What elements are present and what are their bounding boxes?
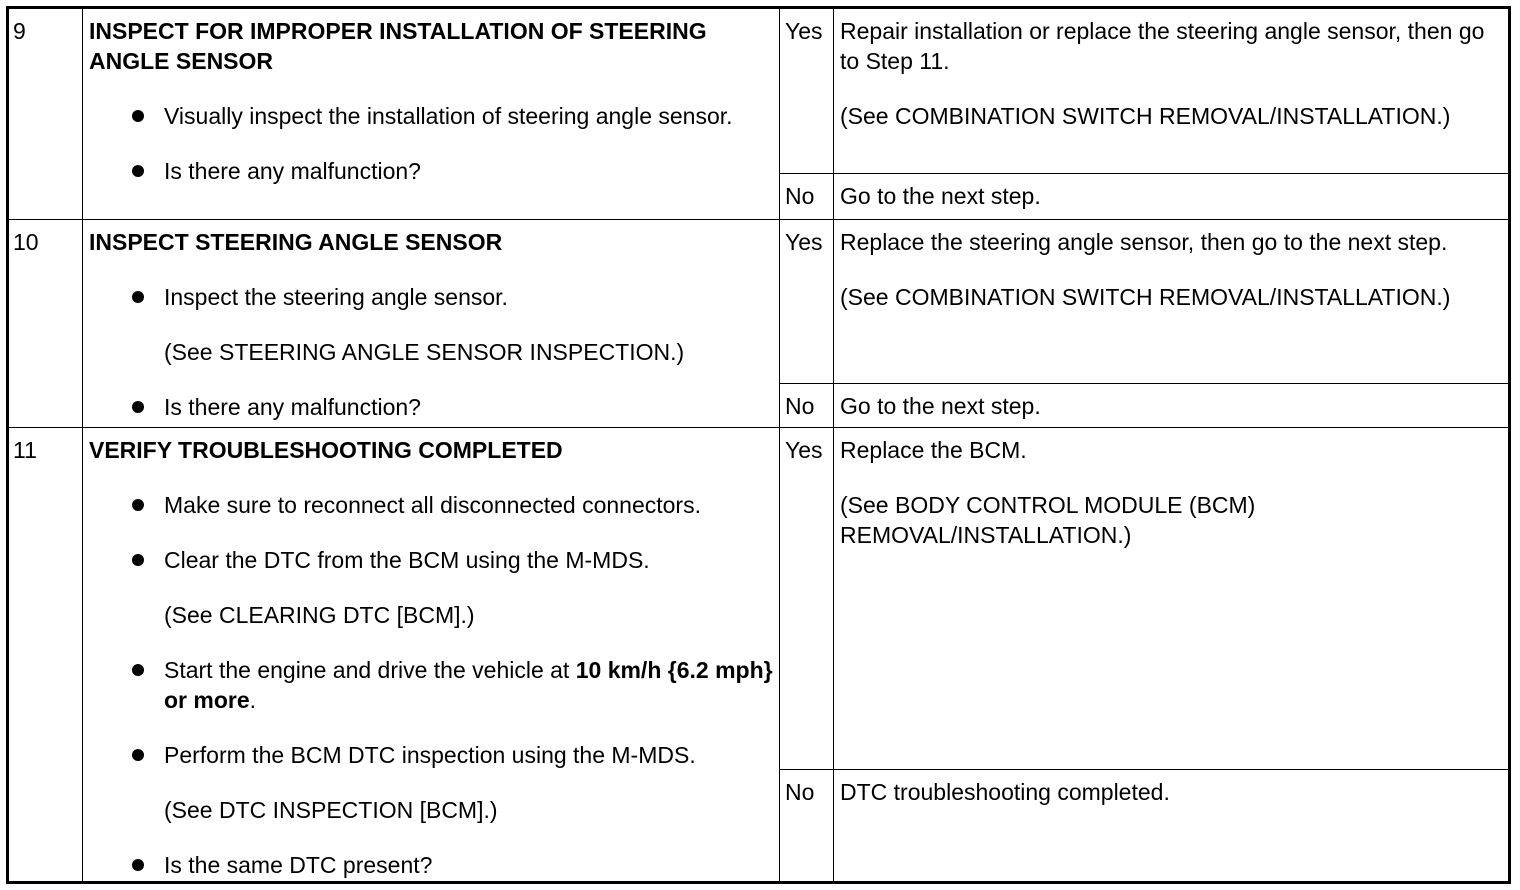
step-11-row: 11 VERIFY TROUBLESHOOTING COMPLETED Make… [7, 427, 1510, 883]
step-title: VERIFY TROUBLESHOOTING COMPLETED [89, 437, 563, 463]
bullet-item: Perform the BCM DTC inspection using the… [83, 740, 773, 770]
reference-text: (See BODY CONTROL MODULE (BCM) REMOVAL/I… [840, 492, 1256, 548]
bullet-text: Is the same DTC present? [164, 852, 433, 878]
bullet-item: Is there any malfunction? [83, 392, 773, 422]
step-number: 10 [7, 219, 83, 428]
step-title: INSPECT STEERING ANGLE SENSOR [89, 229, 503, 255]
bullet-icon [132, 291, 144, 303]
no-action-text: DTC troubleshooting completed. [833, 769, 1510, 883]
bullet-item: Is there any malfunction? [83, 156, 773, 186]
bullet-text-pre: Start the engine and drive the vehicle a… [164, 657, 576, 683]
step-number: 9 [7, 7, 83, 220]
no-label: No [779, 173, 834, 220]
bullet-text: Visually inspect the installation of ste… [164, 103, 733, 129]
step-number: 11 [7, 427, 83, 883]
yes-action-cell: Replace the steering angle sensor, then … [833, 219, 1510, 384]
step-9-no-row: No Go to the next step. [8, 173, 1510, 220]
step-inspection-cell: VERIFY TROUBLESHOOTING COMPLETED Make su… [82, 427, 780, 883]
bullet-icon [132, 859, 144, 871]
bullet-text: Clear the DTC from the BCM using the M-M… [164, 547, 650, 573]
step-title: INSPECT FOR IMPROPER INSTALLATION OF STE… [89, 18, 707, 74]
bullet-item: Start the engine and drive the vehicle a… [83, 655, 773, 715]
action-text: Replace the BCM. [840, 437, 1027, 463]
bullet-item: Visually inspect the installation of ste… [83, 101, 773, 131]
step-10-row: 10 INSPECT STEERING ANGLE SENSOR Inspect… [7, 219, 1510, 428]
bullet-icon [132, 401, 144, 413]
bullet-list: Visually inspect the installation of ste… [83, 101, 779, 186]
yes-action-cell: Repair installation or replace the steer… [833, 7, 1510, 174]
bullet-item: Is the same DTC present? [83, 850, 773, 880]
bullet-icon [132, 165, 144, 177]
reference-text: (See CLEARING DTC [BCM].) [164, 602, 475, 628]
bullet-icon [132, 664, 144, 676]
reference-text: (See COMBINATION SWITCH REMOVAL/INSTALLA… [840, 103, 1451, 129]
step-9-row: 9 INSPECT FOR IMPROPER INSTALLATION OF S… [7, 7, 1510, 220]
troubleshooting-table: 9 INSPECT FOR IMPROPER INSTALLATION OF S… [6, 6, 1511, 884]
yes-label: Yes [779, 219, 834, 384]
bullet-text-post: . [249, 687, 257, 713]
bullet-list: Make sure to reconnect all disconnected … [83, 490, 779, 880]
yes-label: Yes [779, 7, 834, 174]
bullet-item: Inspect the steering angle sensor. [83, 282, 773, 312]
yes-action-cell: Replace the BCM. (See BODY CONTROL MODUL… [833, 427, 1510, 770]
reference-text: (See COMBINATION SWITCH REMOVAL/INSTALLA… [840, 284, 1451, 310]
bullet-text: Make sure to reconnect all disconnected … [164, 492, 701, 518]
bullet-icon [132, 499, 144, 511]
no-action-text: Go to the next step. [833, 173, 1510, 220]
bullet-icon [132, 749, 144, 761]
no-label: No [779, 769, 834, 883]
reference-text: (See DTC INSPECTION [BCM].) [164, 797, 498, 823]
action-text: Repair installation or replace the steer… [840, 18, 1485, 74]
bullet-text: Is there any malfunction? [164, 394, 421, 420]
no-action-text: Go to the next step. [833, 383, 1510, 428]
bullet-text: Inspect the steering angle sensor. [164, 284, 508, 310]
bullet-item: Clear the DTC from the BCM using the M-M… [83, 545, 773, 575]
bullet-icon [132, 554, 144, 566]
bullet-text: Is there any malfunction? [164, 158, 421, 184]
step-inspection-cell: INSPECT FOR IMPROPER INSTALLATION OF STE… [82, 7, 780, 220]
bullet-icon [132, 110, 144, 122]
yes-label: Yes [779, 427, 834, 770]
bullet-text: Perform the BCM DTC inspection using the… [164, 742, 696, 768]
bullet-item: Make sure to reconnect all disconnected … [83, 490, 773, 520]
reference-text: (See STEERING ANGLE SENSOR INSPECTION.) [164, 339, 685, 365]
bullet-text-bold: 10 km/h {6.2 mph} or more [164, 657, 773, 713]
bullet-list: Inspect the steering angle sensor. (See … [83, 282, 779, 422]
step-inspection-cell: INSPECT STEERING ANGLE SENSOR Inspect th… [82, 219, 780, 428]
step-11-no-row: No DTC troubleshooting completed. [8, 769, 1510, 883]
no-label: No [779, 383, 834, 428]
action-text: Replace the steering angle sensor, then … [840, 229, 1448, 255]
